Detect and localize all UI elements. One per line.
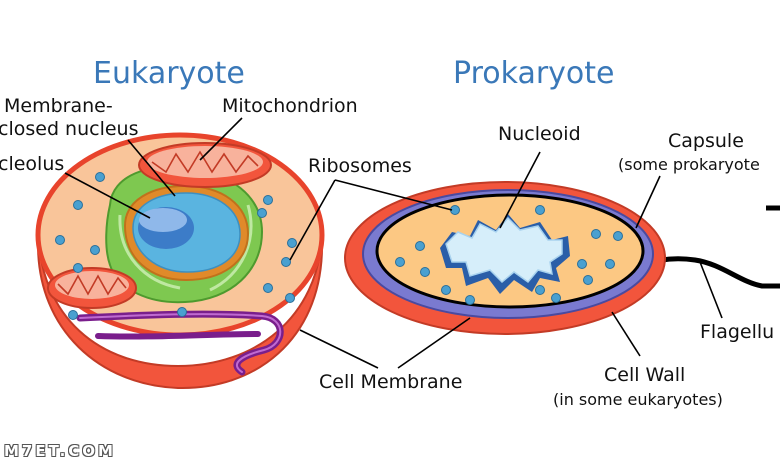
leader-mitochondrion [199, 117, 243, 161]
mitochondrion-top [138, 142, 272, 188]
nucleoid [445, 216, 563, 284]
leader-nucleoid [499, 151, 541, 229]
leader-ribosomes-prok [334, 179, 453, 211]
label-flagellum: Flagellu [700, 321, 774, 343]
label-membrane-line2: closed nucleus [0, 118, 138, 140]
leader-cell-wall [611, 311, 641, 357]
eukaryote-cell [35, 132, 325, 390]
watermark: M7ET.COM [4, 442, 116, 460]
er-fold-2 [209, 204, 253, 292]
golgi-apparatus-lower [95, 331, 261, 340]
leader-capsule [635, 175, 661, 229]
leader-membrane-nucleus [127, 139, 176, 197]
label-nucleoid: Nucleoid [498, 123, 581, 145]
eukaryote-ribosomes [55, 172, 297, 320]
nucleolus-highlight [139, 208, 187, 232]
golgi-apparatus-inner [79, 313, 282, 373]
leader-cell-membrane-prok [397, 317, 471, 369]
er-fold-1 [118, 214, 181, 290]
prokaryote-cell [344, 181, 780, 335]
eukaryote-title: Eukaryote [93, 56, 245, 91]
prokaryote-title: Prokaryote [453, 56, 614, 91]
label-capsule-note: (some prokaryote [618, 155, 760, 174]
leader-lines [64, 117, 723, 369]
leader-flagellum [699, 261, 723, 319]
mitochondrion-left [47, 267, 137, 309]
label-nucleolus: cleolus [0, 153, 64, 175]
label-cell-membrane: Cell Membrane [319, 371, 462, 393]
leader-ribosomes-euk [289, 179, 336, 261]
label-capsule: Capsule [668, 130, 744, 152]
leader-nucleolus [64, 172, 151, 219]
leader-cell-membrane-euk [299, 329, 379, 369]
label-mitochondrion: Mitochondrion [222, 95, 358, 117]
prokaryote-ribosomes [395, 205, 623, 305]
label-cell-wall-note: (in some eukaryotes) [553, 390, 723, 409]
label-membrane-line1: Membrane- [4, 95, 113, 117]
label-cell-wall: Cell Wall [604, 364, 685, 386]
label-ribosomes: Ribosomes [308, 155, 412, 177]
